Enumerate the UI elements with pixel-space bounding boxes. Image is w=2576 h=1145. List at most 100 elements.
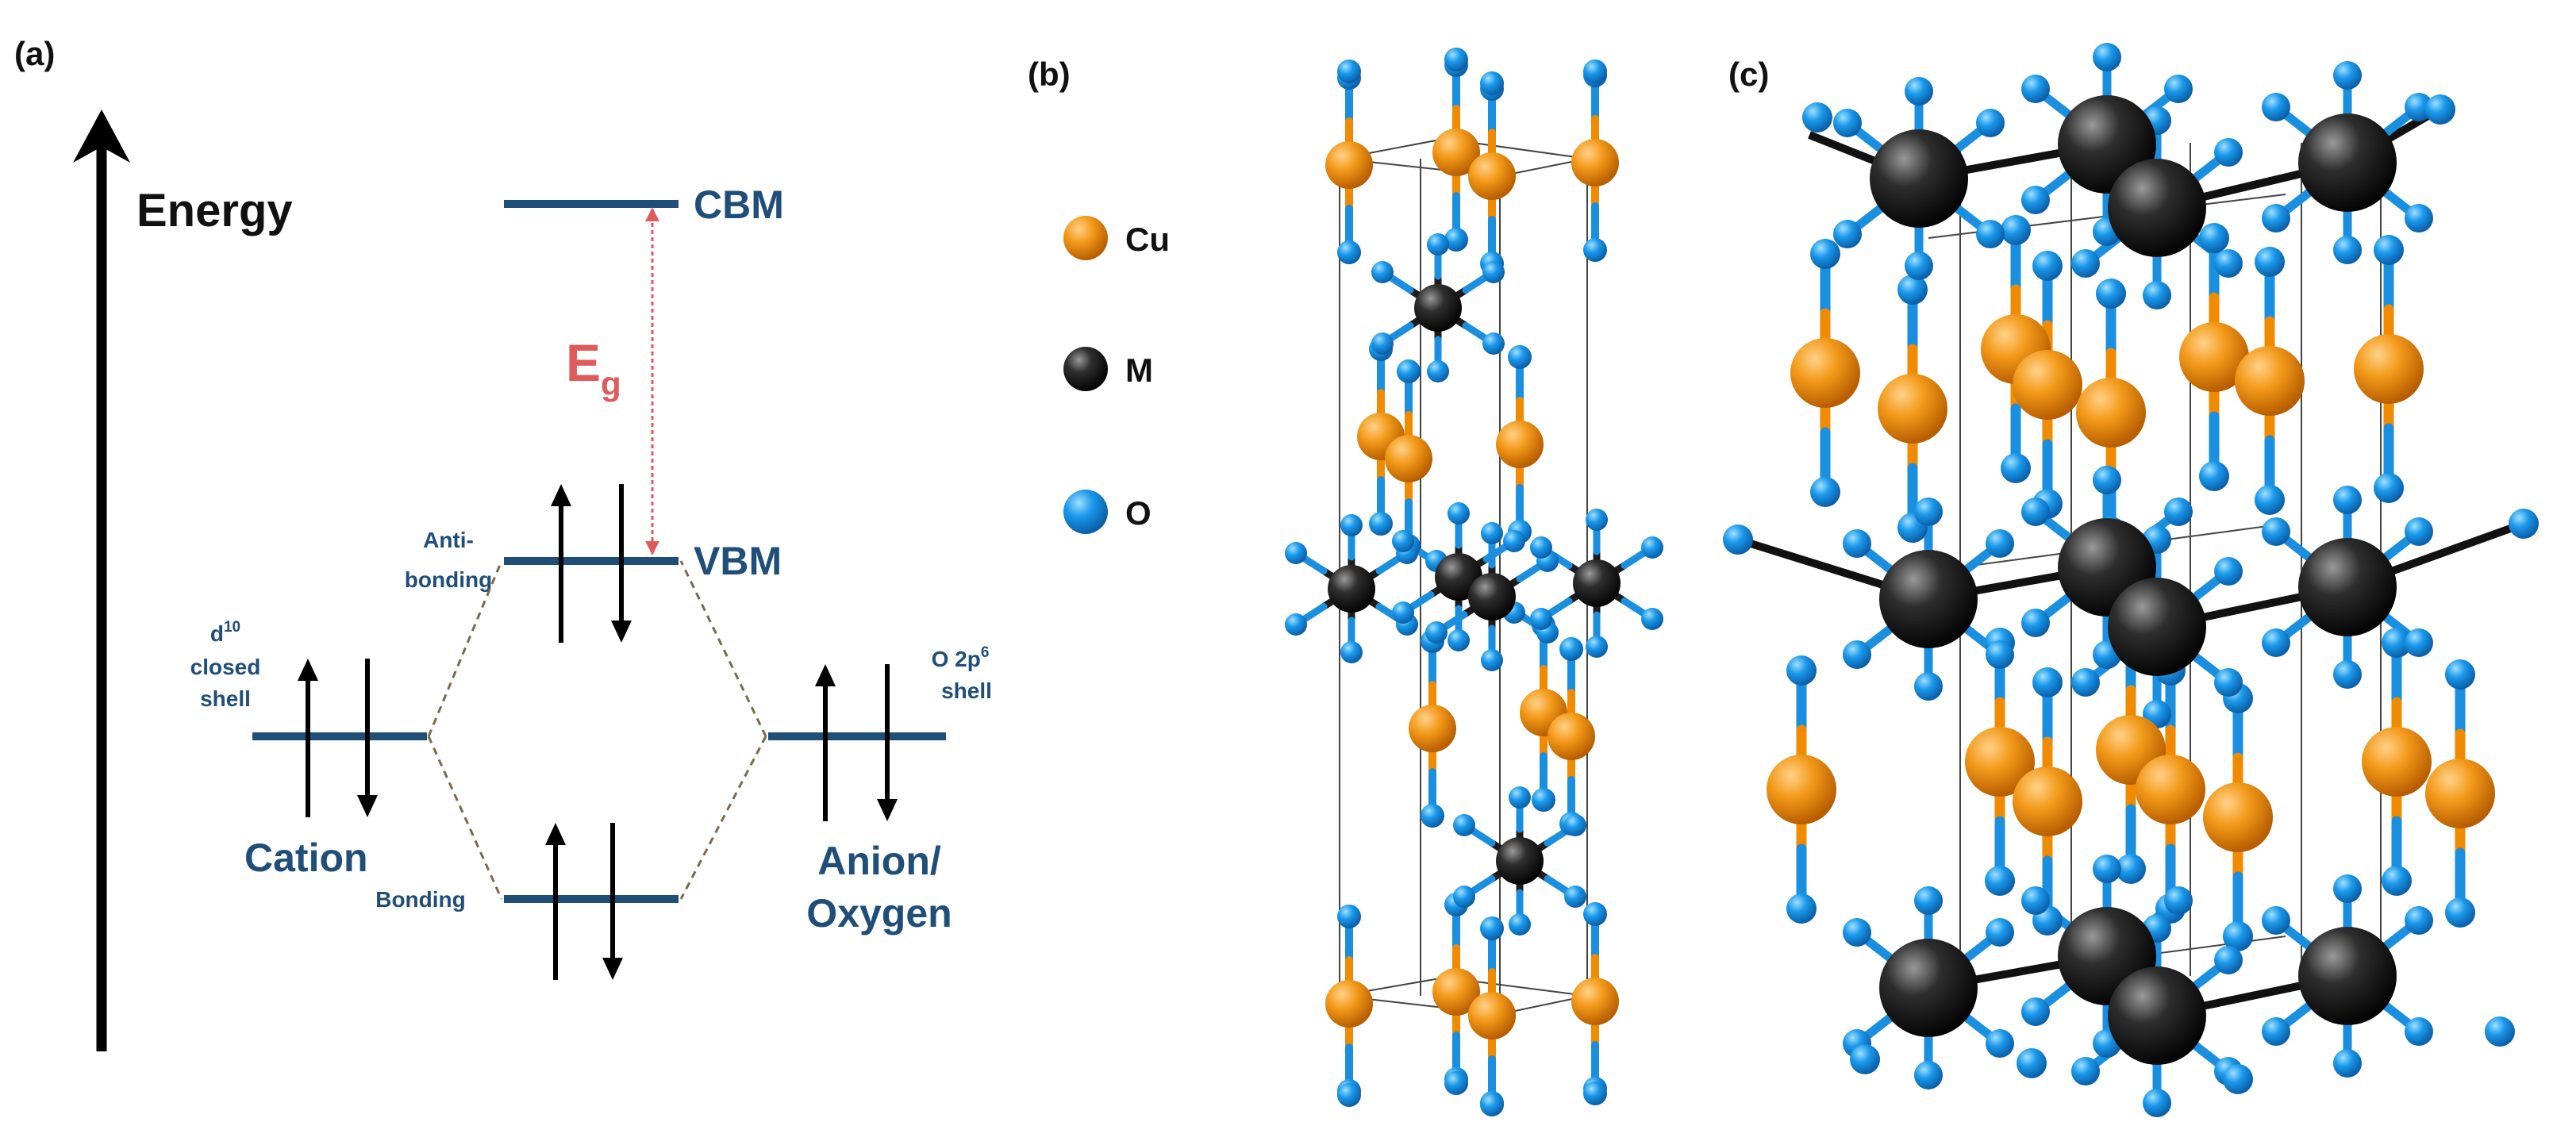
o-atom	[1641, 536, 1663, 559]
o-atom	[1905, 252, 1933, 280]
panel-a: (a) Energy CBM Eg VBM Anti- bonding Bond…	[14, 35, 992, 1051]
cu-atom	[1878, 374, 1947, 444]
o-atom	[2405, 628, 2433, 657]
o-atom	[2143, 281, 2171, 309]
m-atom	[2298, 538, 2397, 636]
antibonding-label-line1: Anti-	[423, 528, 474, 552]
o-atom	[1397, 359, 1421, 383]
o-atom	[2164, 498, 2193, 526]
m-atom	[1573, 559, 1621, 607]
o-atom	[1427, 360, 1449, 382]
o-atom	[2509, 509, 2539, 539]
o-atom	[1843, 918, 1871, 947]
cu-atom	[1965, 727, 2035, 797]
o-atom	[2214, 249, 2243, 278]
o-atom	[2214, 946, 2243, 974]
spin-down-arrow-icon	[357, 795, 378, 817]
panel-label-a: (a)	[14, 35, 55, 72]
band-gap-label: Eg	[566, 333, 621, 402]
cu-atom	[1496, 421, 1544, 468]
o-atom	[1986, 529, 2014, 558]
o-atom	[1786, 655, 1817, 686]
o-atom	[1392, 601, 1414, 624]
m-atom	[1468, 573, 1516, 621]
connector-cation-antibonding	[427, 560, 503, 737]
o-atom	[2021, 75, 2050, 103]
o-atom	[2405, 906, 2433, 935]
o-atom	[1564, 886, 1586, 908]
vbm-label: VBM	[694, 539, 782, 583]
o-atom	[1480, 71, 1504, 95]
o-atom	[2262, 906, 2290, 935]
o-atom	[1340, 641, 1363, 663]
panel-c: (c)	[1723, 43, 2539, 1117]
panel-label-c: (c)	[1728, 56, 1769, 93]
oxygen-electron-pair	[815, 664, 898, 821]
o-atom	[1976, 109, 2005, 137]
o-atom	[1453, 886, 1475, 908]
o-atom	[1285, 542, 1307, 564]
o-atom	[1976, 220, 2005, 248]
o-atom	[1723, 524, 1753, 555]
o-atom	[1509, 913, 1531, 936]
o-atom	[1421, 804, 1444, 828]
o-atom	[1586, 636, 1608, 658]
o-atom	[1986, 640, 2014, 669]
panel-label-b: (b)	[1028, 56, 1071, 93]
cation-shell-label-line3: shell	[200, 686, 251, 711]
o-atom	[1481, 522, 1503, 544]
o-atom	[2021, 186, 2050, 214]
cu-atom	[1468, 992, 1516, 1039]
o-atom	[1914, 498, 1943, 526]
o-atom	[1509, 786, 1531, 809]
o-atom	[2255, 247, 2285, 277]
o-atom	[2333, 874, 2362, 903]
o-atom	[1914, 886, 1943, 915]
cu-atom	[1548, 713, 1595, 760]
o-atom	[1843, 640, 1871, 669]
antibonding-label-line2: bonding	[405, 567, 492, 592]
spin-up-arrow-icon	[298, 659, 318, 681]
o-atom	[1641, 608, 1663, 630]
o-atom	[2032, 667, 2063, 697]
o-atom	[2021, 498, 2050, 526]
o-atom	[2199, 223, 2229, 253]
o-atom	[2214, 668, 2243, 697]
o-atom	[2445, 897, 2475, 928]
m-atom	[1870, 129, 1968, 228]
o-atom	[1482, 332, 1505, 355]
cu-atom	[2203, 782, 2273, 852]
o-atom	[1337, 905, 1361, 928]
o-atom	[2445, 659, 2475, 690]
o-atom	[2382, 628, 2412, 658]
m-atom	[1414, 284, 1462, 332]
o-atom	[1810, 477, 1840, 507]
o-atom	[2262, 204, 2290, 232]
o-atom	[1371, 332, 1394, 355]
spin-up-arrow-icon	[545, 823, 566, 845]
o-atom	[1371, 261, 1394, 283]
anion-label-line2: Oxygen	[806, 891, 952, 936]
o-atom	[1914, 1061, 1943, 1089]
o-atom	[2333, 1049, 2362, 1078]
cu-atom	[2076, 378, 2146, 448]
legend-label-m: M	[1125, 352, 1153, 389]
spin-down-arrow-icon	[611, 621, 632, 643]
o-atom	[1480, 916, 1504, 940]
legend-item-cu: Cu	[1063, 216, 1170, 260]
o-atom	[2164, 75, 2193, 103]
o-atom	[2374, 235, 2404, 265]
o-atom	[2021, 886, 2050, 915]
o-atom	[1285, 613, 1307, 636]
o-atom	[1480, 1093, 1504, 1116]
legend-item-m: M	[1063, 347, 1153, 391]
cu-atom	[2013, 350, 2082, 420]
o-atom-icon	[1063, 490, 1108, 534]
m-atom	[2108, 578, 2206, 676]
o-atom	[1448, 502, 1470, 524]
o-atom	[2262, 93, 2290, 121]
o-atom	[2262, 517, 2290, 546]
energy-axis-arrowhead-icon	[73, 110, 130, 163]
o-atom	[1914, 672, 1943, 701]
